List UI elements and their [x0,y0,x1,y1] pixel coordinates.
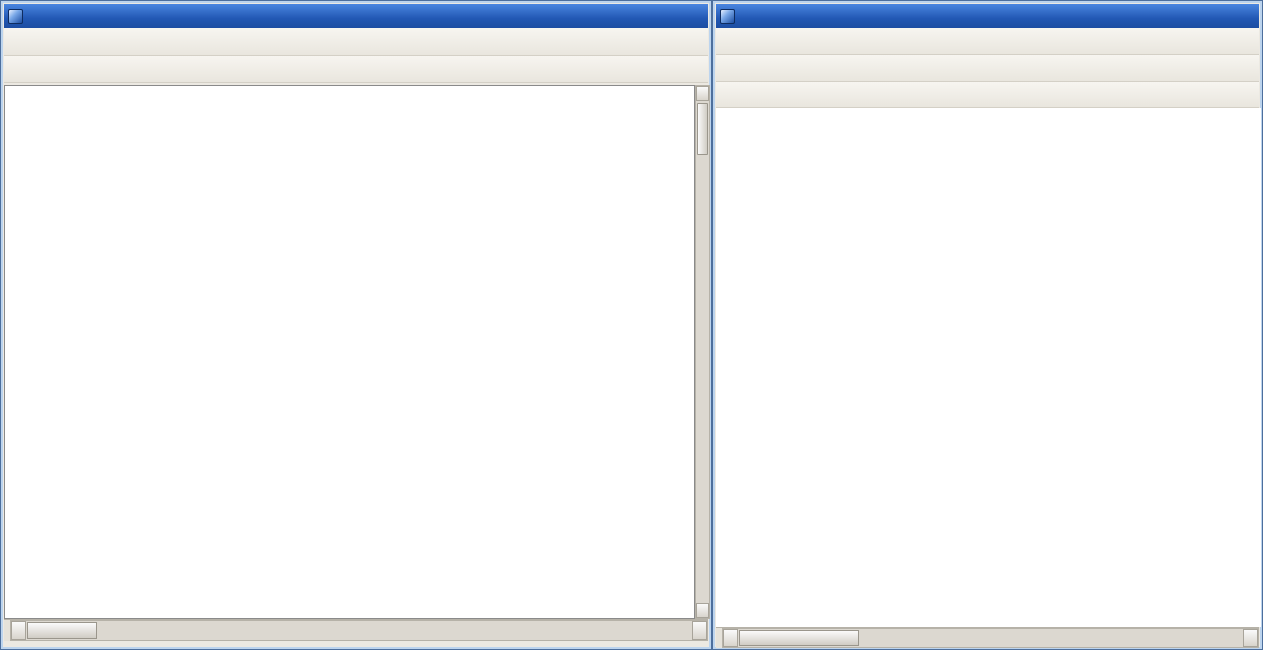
analysis-main-toolbar [716,28,1259,55]
analysis-app-icon [720,8,735,24]
scroll-thumb[interactable] [697,103,708,155]
schematic-window [0,0,712,650]
scroll-track[interactable] [696,101,709,603]
schematic-edit-toolbar [4,56,708,83]
analysis-plot-area[interactable] [716,108,1261,627]
schematic-tab-bar [4,619,708,641]
app-icon [8,8,23,24]
analysis-format-toolbar [716,82,1259,108]
scroll-track[interactable] [738,629,1243,647]
scroll-up-button[interactable] [696,86,709,101]
scroll-left-button[interactable] [11,621,26,640]
scroll-right-button[interactable] [692,621,707,640]
schematic-titlebar [4,4,708,28]
transient-analysis-window [712,0,1263,650]
plot-v-g[interactable] [716,108,1261,284]
scroll-track[interactable] [26,621,692,640]
plot-v-out[interactable] [716,287,1261,449]
schematic-vertical-scrollbar[interactable] [695,85,710,619]
scroll-left-button[interactable] [723,629,738,647]
scroll-thumb[interactable] [27,622,97,639]
scroll-thumb[interactable] [739,630,859,646]
scroll-down-button[interactable] [696,603,709,618]
analysis-tab-bar [716,627,1259,648]
plot-v-out-zoom[interactable] [716,452,1261,624]
schematic-main-toolbar [4,28,708,56]
schematic-canvas[interactable] [4,85,695,619]
analysis-scope-toolbar [716,55,1259,82]
analysis-titlebar [716,4,1259,28]
schematic-horizontal-scrollbar[interactable] [10,620,708,641]
analysis-horizontal-scrollbar[interactable] [722,628,1259,648]
scroll-right-button[interactable] [1243,629,1258,647]
schematic-drawing [5,86,696,620]
